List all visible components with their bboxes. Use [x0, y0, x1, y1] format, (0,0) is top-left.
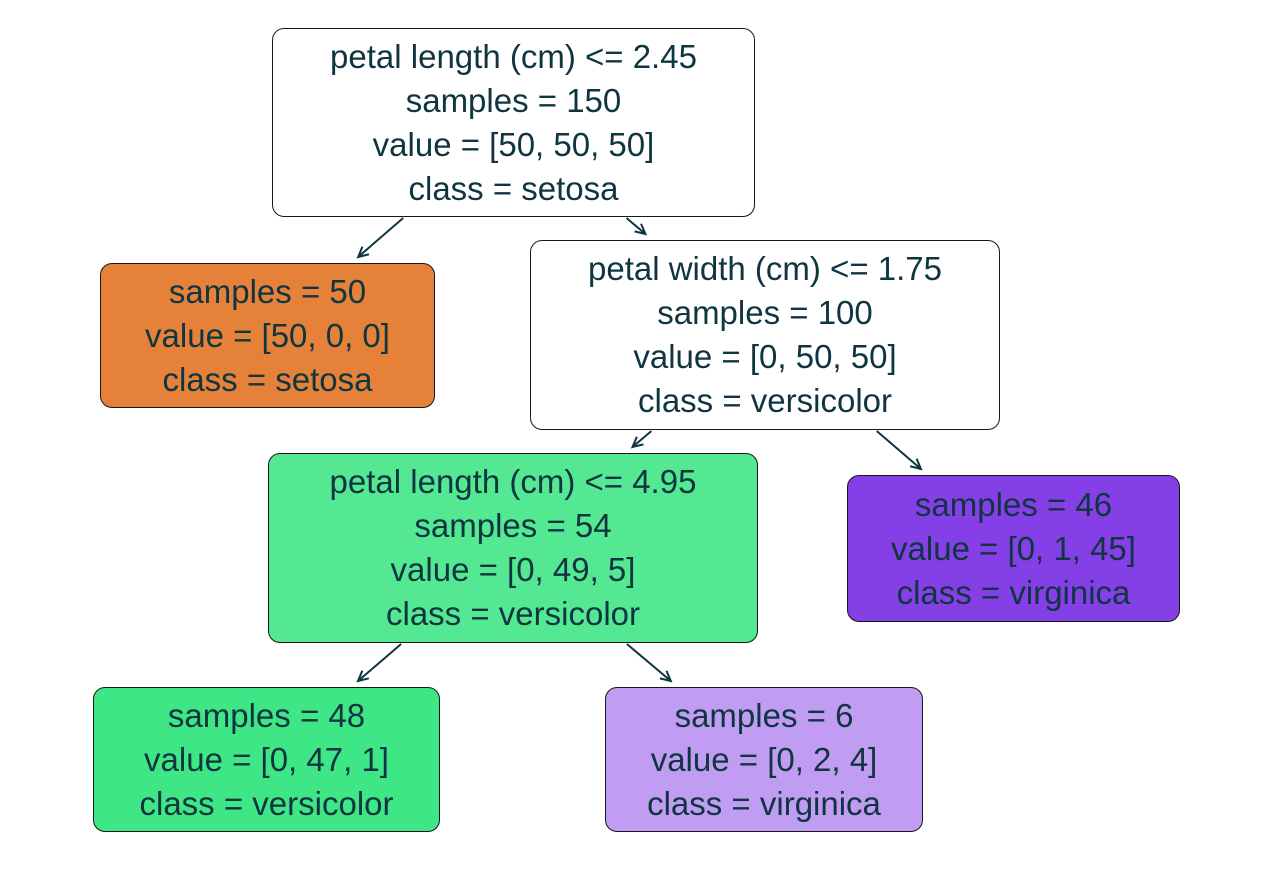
tree-edge [876, 430, 923, 471]
node-condition: petal length (cm) <= 4.95 [329, 463, 697, 500]
tree-node-leaf-virginica: samples = 46 value = [0, 1, 45] class = … [847, 475, 1180, 622]
tree-edge [630, 430, 653, 449]
node-class: class = virginica [896, 573, 1131, 611]
node-value: value = [0, 50, 50] [633, 338, 897, 375]
tree-edge [356, 643, 402, 683]
tree-node-split-petal-length-2: petal length (cm) <= 4.95 samples = 54 v… [268, 453, 758, 643]
tree-edge [626, 643, 673, 683]
node-value: value = [50, 0, 0] [145, 316, 390, 354]
node-samples: samples = 46 [914, 485, 1113, 523]
tree-edge [625, 217, 648, 236]
node-value: value = [0, 47, 1] [144, 740, 389, 778]
node-samples: samples = 50 [168, 272, 367, 310]
tree-node-leaf-virginica-small: samples = 6 value = [0, 2, 4] class = vi… [605, 687, 923, 832]
node-samples: samples = 100 [657, 294, 873, 331]
node-samples: samples = 48 [167, 696, 366, 734]
node-class: class = versicolor [139, 784, 394, 822]
tree-node-split-petal-width: petal width (cm) <= 1.75 samples = 100 v… [530, 240, 1000, 430]
node-class: class = setosa [408, 169, 619, 207]
node-samples: samples = 6 [674, 696, 854, 734]
node-class: class = versicolor [386, 595, 640, 632]
tree-edge [356, 217, 404, 259]
node-value: value = [0, 49, 5] [390, 551, 636, 588]
tree-node-leaf-versicolor: samples = 48 value = [0, 47, 1] class = … [93, 687, 440, 832]
node-condition: petal length (cm) <= 2.45 [330, 37, 697, 75]
node-class: class = setosa [162, 360, 373, 398]
tree-node-root: petal length (cm) <= 2.45 samples = 150 … [272, 28, 755, 217]
node-class: class = versicolor [638, 382, 892, 419]
node-class: class = virginica [647, 784, 881, 822]
node-condition: petal width (cm) <= 1.75 [587, 250, 942, 287]
tree-node-leaf-setosa: samples = 50 value = [50, 0, 0] class = … [100, 263, 435, 408]
node-samples: samples = 150 [405, 81, 622, 119]
node-value: value = [0, 1, 45] [891, 529, 1136, 567]
node-value: value = [0, 2, 4] [650, 740, 878, 778]
node-samples: samples = 54 [414, 507, 612, 544]
node-value: value = [50, 50, 50] [372, 125, 655, 163]
